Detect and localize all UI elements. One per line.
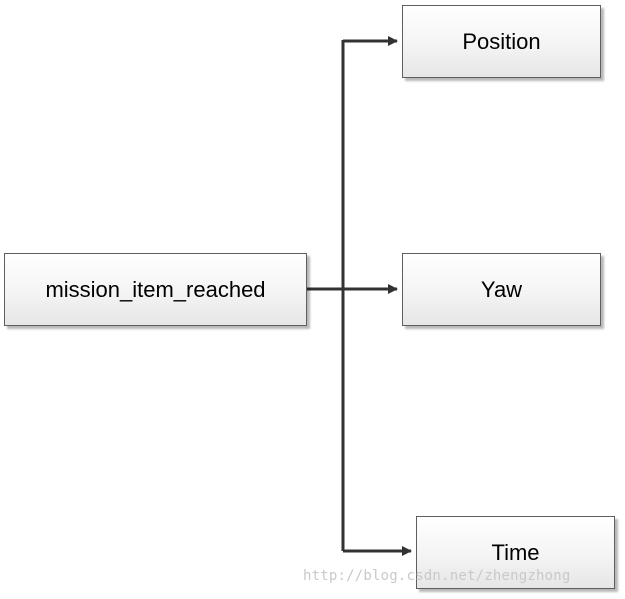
watermark-text: http://blog.csdn.net/zhengzhong	[303, 568, 571, 584]
node-label: Yaw	[480, 276, 523, 302]
node-label: Position	[462, 28, 541, 54]
node-yaw: Yaw	[402, 253, 601, 326]
node-mission-item-reached: mission_item_reached	[4, 253, 307, 326]
node-position: Position	[402, 5, 601, 78]
node-label: Time	[491, 539, 540, 565]
node-label: mission_item_reached	[45, 276, 266, 302]
node-time: Time	[416, 516, 615, 589]
